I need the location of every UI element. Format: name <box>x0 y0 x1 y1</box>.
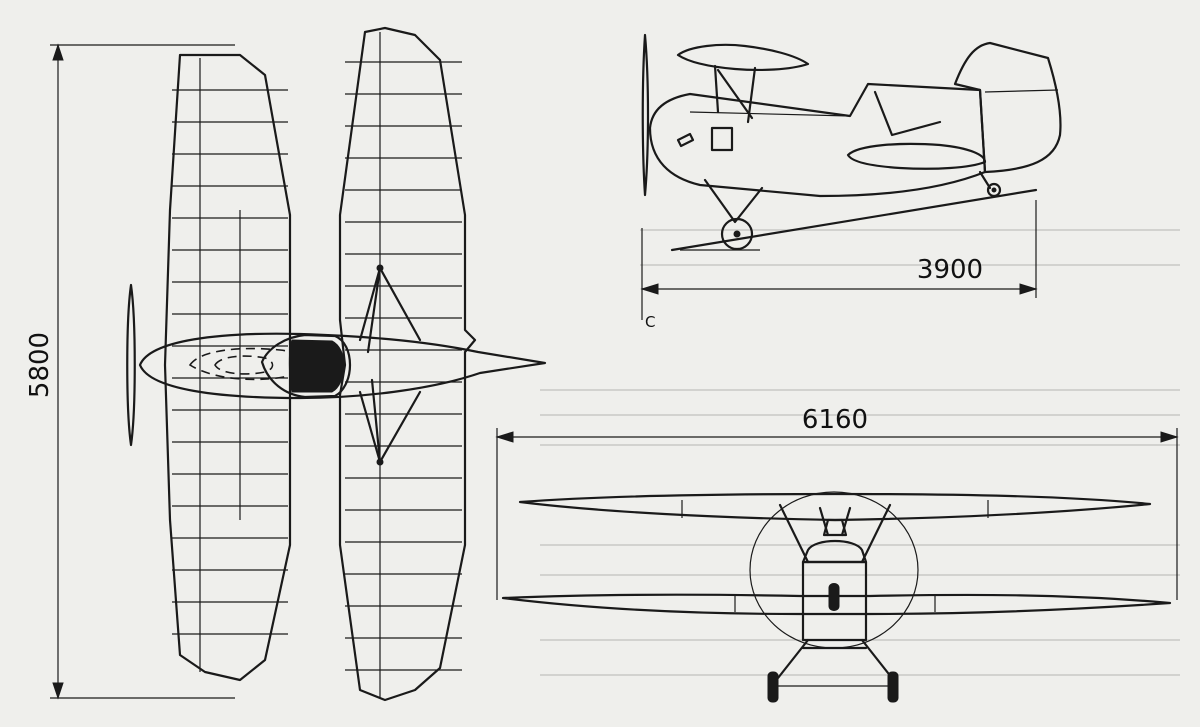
tailplane-side <box>846 142 987 170</box>
top-view: 5800 <box>25 26 547 702</box>
struts-top <box>358 264 422 466</box>
cockpit <box>260 333 352 399</box>
span-label: 6160 <box>802 405 868 435</box>
fuselage-side <box>648 82 987 198</box>
landing-gear-front <box>767 638 899 703</box>
cabin-window <box>710 126 734 152</box>
propeller-side <box>641 33 650 197</box>
marker-label: C <box>645 313 655 331</box>
span-dimension: 6160 <box>495 405 1179 600</box>
side-view: 3900 C <box>640 33 1062 331</box>
upper-wing-front <box>518 492 1152 522</box>
upper-wing-side <box>676 43 810 72</box>
fuselage-top <box>138 332 547 400</box>
length-dimension: 5800 <box>25 43 235 700</box>
lower-wing-front <box>501 593 1172 616</box>
side-length-label: 3900 <box>917 255 983 285</box>
main-wing <box>338 26 477 702</box>
propeller-top <box>126 283 136 447</box>
exhaust <box>676 132 695 148</box>
ground-line <box>670 188 1038 252</box>
tailplane-left <box>163 53 292 682</box>
side-length-dimension: 3900 C <box>640 200 1038 331</box>
spinner <box>828 583 840 611</box>
front-view: 6160 <box>495 405 1179 703</box>
propeller-disc <box>749 491 919 649</box>
length-label: 5800 <box>25 332 55 398</box>
landing-gear-side <box>703 170 1002 251</box>
cabane-struts <box>713 64 942 137</box>
struts-front <box>778 503 892 564</box>
tail-fin <box>953 41 1062 174</box>
